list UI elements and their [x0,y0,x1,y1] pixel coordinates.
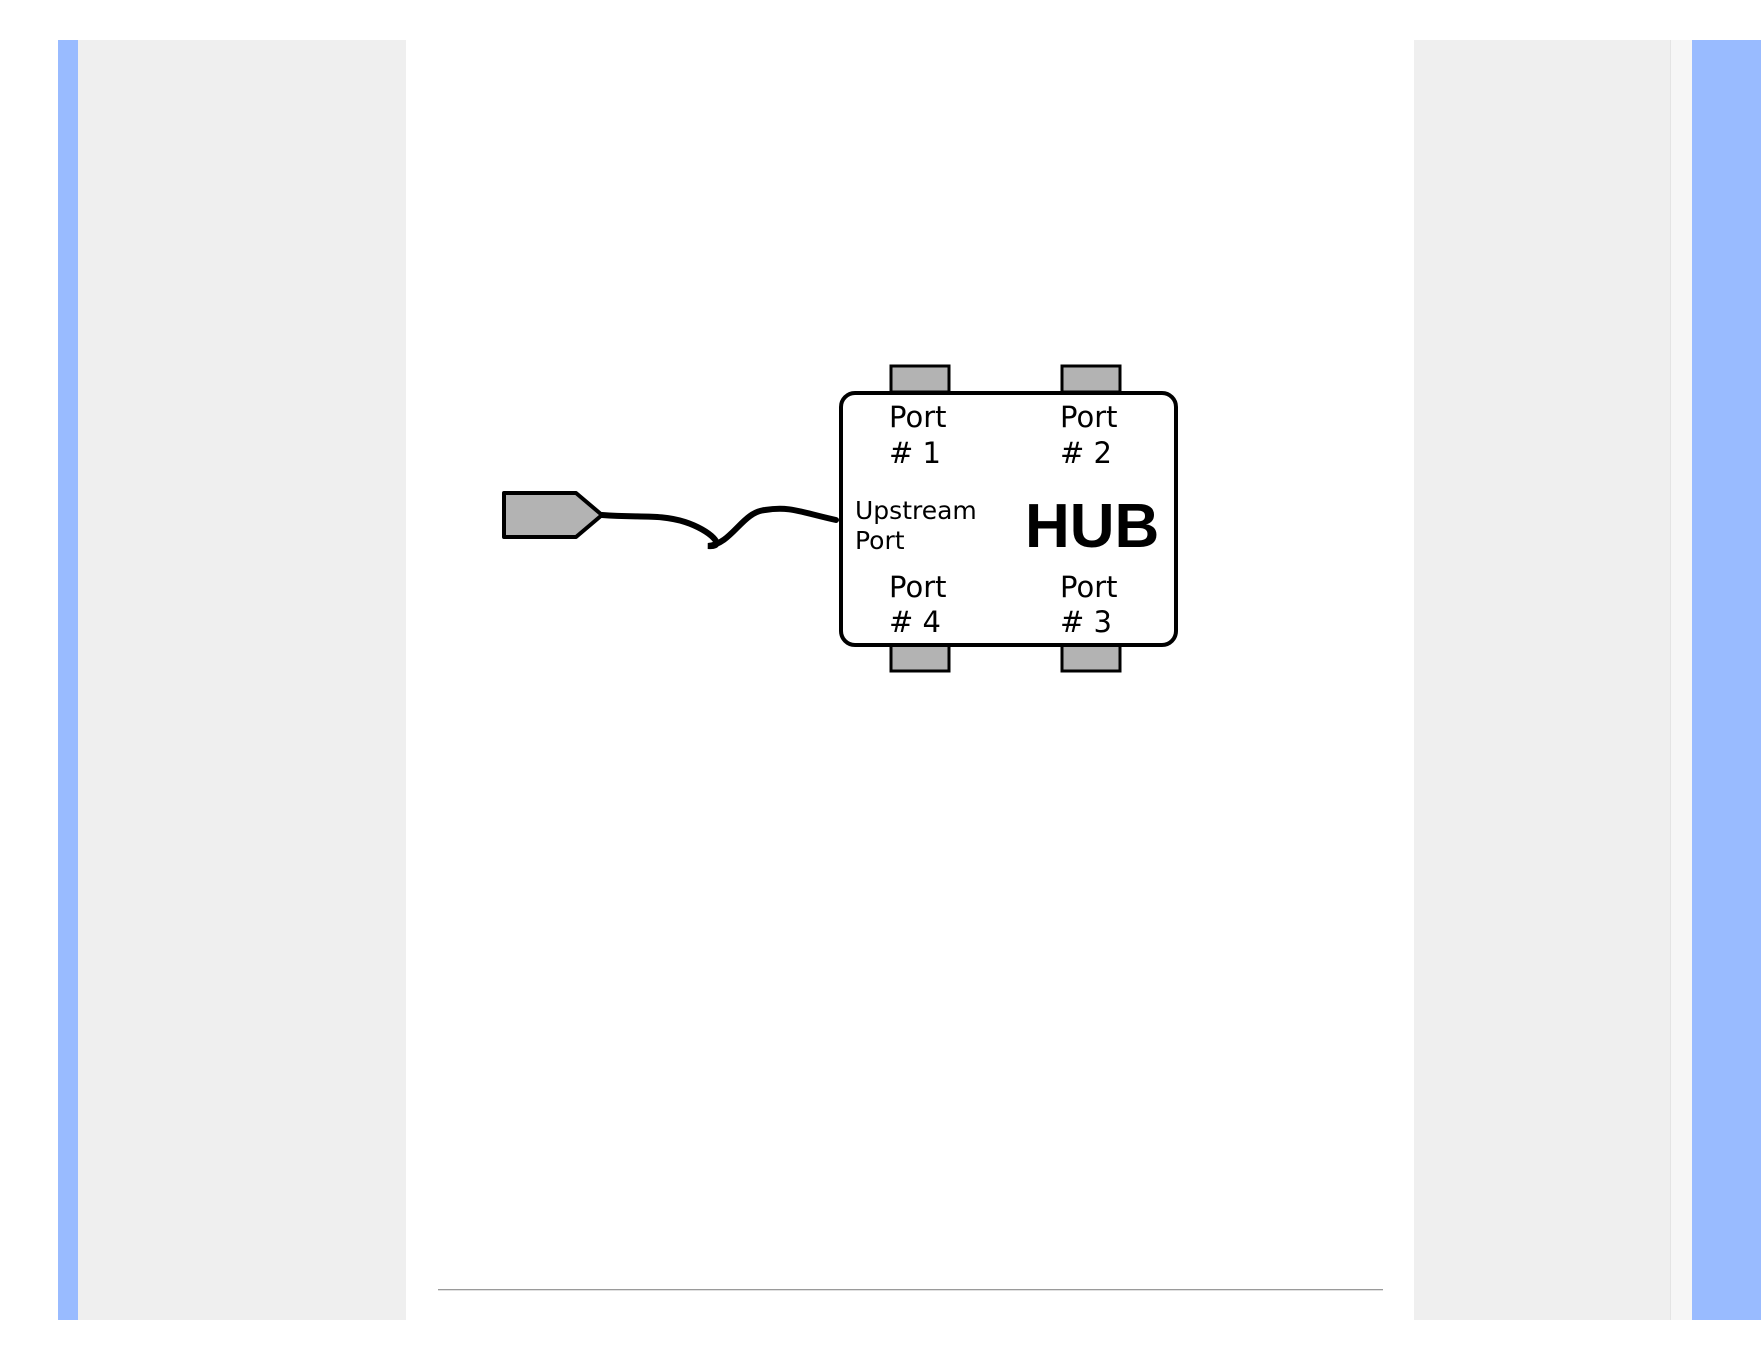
port-4-label-line1: Port [889,570,947,604]
upstream-label-line2: Port [855,526,905,555]
port-1-connector [891,366,949,392]
upstream-plug-icon [504,493,602,537]
port-3-label-line1: Port [1060,570,1118,604]
port-3-label-line2: # 3 [1060,605,1112,639]
footer-divider [438,1289,1383,1291]
upstream-label-line1: Upstream [855,496,977,525]
port-4-connector [891,644,949,671]
left-accent-bar [58,40,78,1320]
usb-hub-diagram: Port # 1 Port # 2 Upstream Port HUB Port… [500,360,1190,680]
right-accent-bar [1692,40,1761,1320]
left-side-panel [78,40,406,1320]
port-3-connector [1062,644,1120,671]
hub-diagram-svg: Port # 1 Port # 2 Upstream Port HUB Port… [500,360,1190,680]
right-side-panel [1414,40,1670,1320]
port-2-connector [1062,366,1120,392]
right-gutter [1670,40,1693,1320]
main-content [406,40,1414,1320]
port-1-label-line1: Port [889,400,947,434]
port-1-label-line2: # 1 [889,436,941,470]
hub-label: HUB [1025,492,1159,561]
port-4-label-line2: # 4 [889,605,941,639]
port-2-label-line2: # 2 [1060,436,1112,470]
port-2-label-line1: Port [1060,400,1118,434]
upstream-cable [602,509,836,546]
